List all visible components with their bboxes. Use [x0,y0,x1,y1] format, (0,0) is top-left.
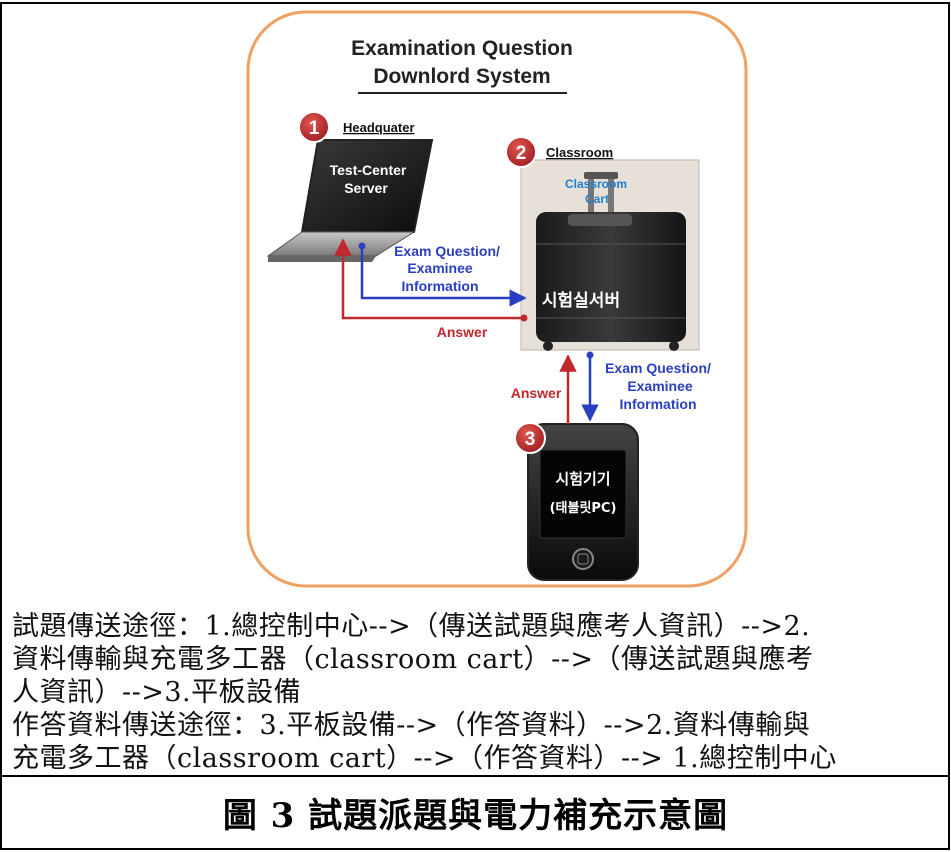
badge-2-icon [505,136,537,168]
laptop-screen-line1: Test-Center [330,162,407,178]
headquater-laptop: Test-Center Server [266,139,434,262]
cart-label-line2: Cart [585,192,609,206]
top-info-line1: Exam Question/ [394,243,500,259]
description-line-1: 試題傳送途徑：1.總控制中心-->（傳送試題與應考人資訊）-->2. [12,611,811,642]
tablet-screen-line1: 시험기기 [555,470,610,488]
top-info-line2: Examinee [407,260,473,276]
badge-3-number: 3 [525,429,536,450]
tablet-device: 시험기기 (태블릿PC) [527,423,639,581]
arrow-bottom-origin-dot [586,351,594,359]
badge-1-number: 1 [309,118,320,139]
bottom-info-line2: Examinee [627,378,693,394]
arrow-question-origin-dot [358,242,366,250]
diagram-title-line2: Downlord System [373,65,550,88]
figure-caption: 圖 3 試題派題與電力補充示意圖 [222,796,729,836]
tablet-screen-line2: (태블릿PC) [550,501,617,516]
headquater-label: Headquater [343,120,415,135]
system-frame [246,10,748,588]
cart-label-line1: Classroom [565,177,627,191]
bottom-answer-label: Answer [511,385,562,401]
classroom-label: Classroom [546,145,613,160]
cart-server-label: 시험실서버 [542,290,620,311]
classroom-cart: Classroom Cart 시험실서버 [520,159,700,351]
badge-3-icon [514,422,546,454]
bottom-info-line1: Exam Question/ [605,360,711,376]
badge-1-icon [298,111,330,143]
description-line-2: 資料傳輸與充電多工器（classroom cart）-->（傳送試題與應考 [12,644,814,675]
bottom-info-line3: Information [620,396,697,412]
arrow-answer-origin-dot [520,314,528,322]
diagram-title-line1: Examination Question [351,37,573,60]
arrow-question-to-classroom [360,246,527,307]
laptop-screen-line2: Server [344,180,388,196]
arrow-answer-to-headquater [334,238,524,320]
description-line-3: 人資訊）-->3.平板設備 [12,677,302,708]
description-line-4: 作答資料傳送途徑：3.平板設備-->（作答資料）-->2.資料傳輸與 [12,710,811,741]
top-info-line3: Information [402,278,479,294]
top-answer-label: Answer [437,324,488,340]
badge-2-number: 2 [516,143,527,164]
description-line-5: 充電多工器（classroom cart）-->（作答資料）--> 1.總控制中… [12,743,837,774]
